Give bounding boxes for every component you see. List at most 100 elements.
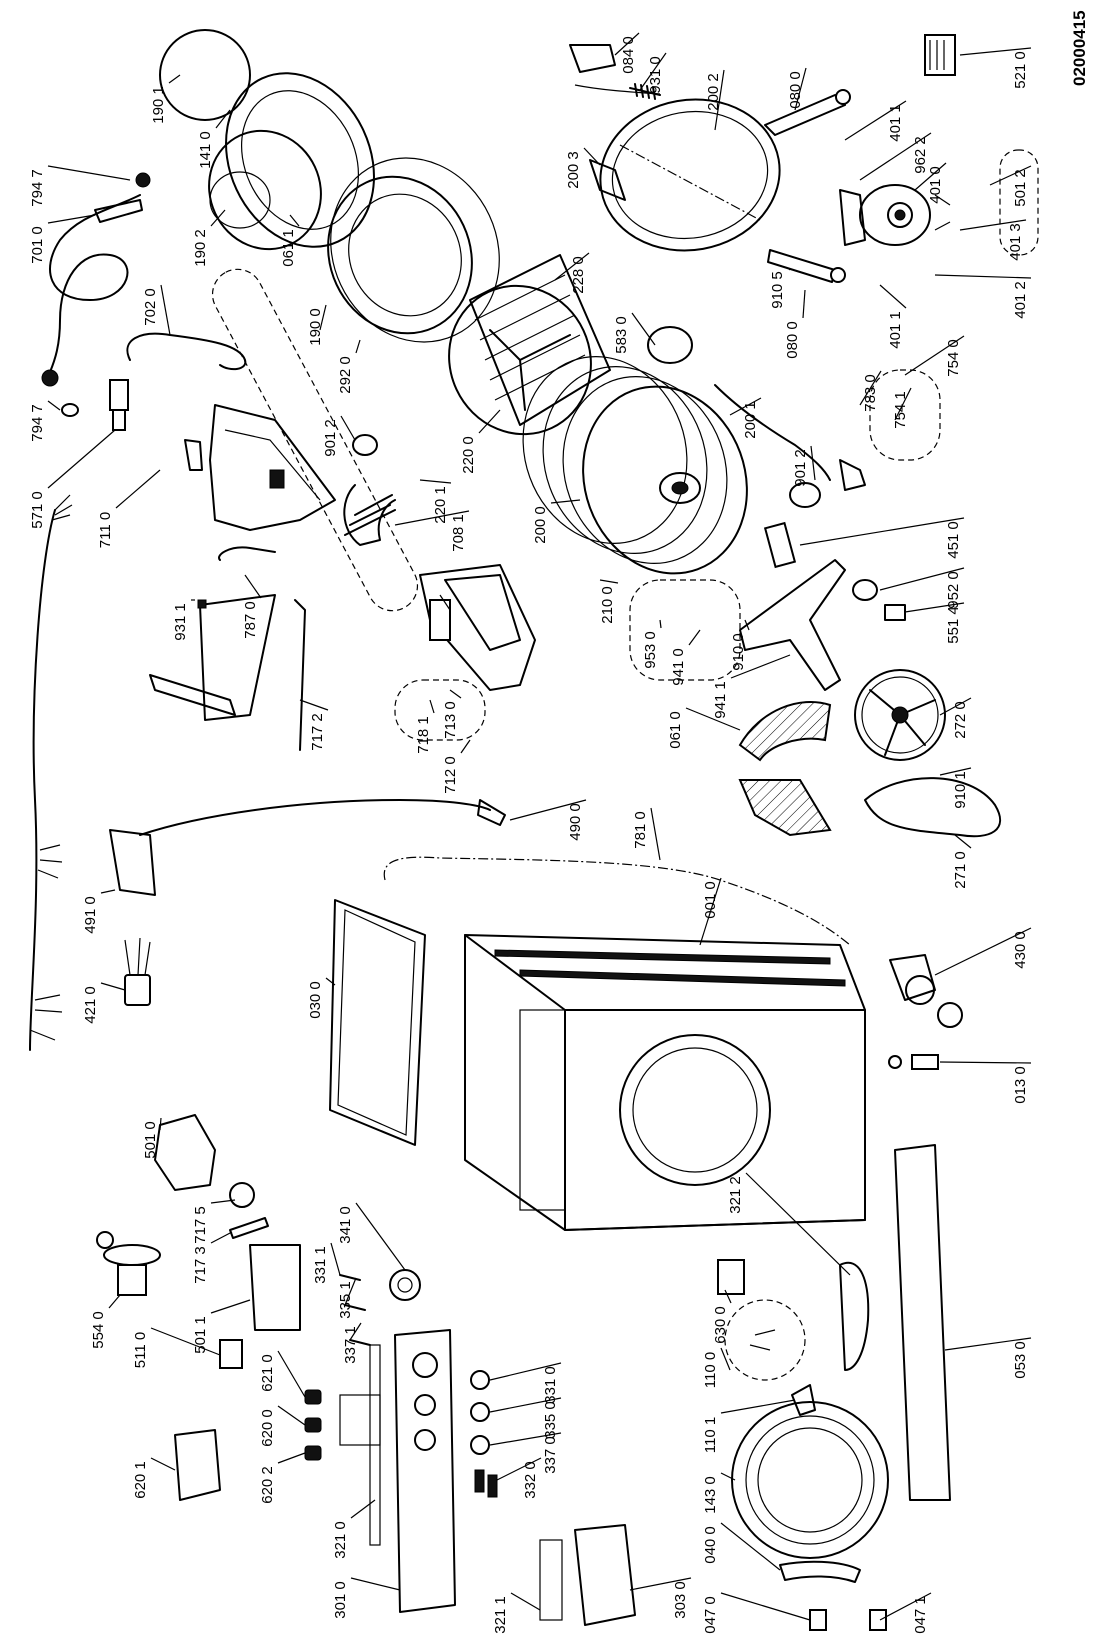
part-label-401-1a: 401 1 <box>887 104 904 142</box>
part-label-200-0: 200 0 <box>532 506 549 544</box>
leader-line-401-0 <box>914 162 947 191</box>
part-label-190-1: 190 1 <box>150 86 167 124</box>
counterweight-ring-drawing <box>599 98 781 252</box>
part-label-110-1: 110 1 <box>702 1417 719 1453</box>
part-label-030-0: 030 0 <box>307 981 324 1019</box>
part-label-143-0: 143 0 <box>702 1476 719 1514</box>
part-label-080-0b: 080 0 <box>784 321 801 359</box>
part-label-620-2: 620 2 <box>259 1466 276 1504</box>
leader-line-030-0 <box>325 977 336 986</box>
leader-line-754-1 <box>894 387 912 421</box>
leader-line-321-2 <box>745 1172 851 1276</box>
leader-line-501-2 <box>989 165 1032 186</box>
part-label-401-3: 401 3 <box>1007 223 1024 261</box>
leader-line-713-0 <box>449 689 462 699</box>
leader-line-787-0 <box>244 574 262 599</box>
leader-line-080-0a <box>794 67 807 111</box>
leader-line-783-0 <box>859 370 882 406</box>
leader-line-143-0 <box>720 1472 736 1481</box>
leader-line-962-2 <box>859 132 932 181</box>
part-label-962-2: 962 2 <box>912 136 929 174</box>
leader-line-337-0 <box>489 1432 562 1446</box>
leader-line-781-0 <box>650 807 661 861</box>
part-label-551-4: 551 4 <box>945 606 962 644</box>
part-label-001-0: 001 0 <box>702 881 719 919</box>
part-label-331-1: 331 1 <box>312 1246 329 1284</box>
spring-bracket-drawing <box>569 44 661 100</box>
leader-line-717-3 <box>210 1231 233 1244</box>
leader-line-084-0 <box>614 32 640 56</box>
leader-line-430-0 <box>934 927 1032 976</box>
leader-line-630-0 <box>724 1289 732 1304</box>
part-label-200-1: 200 1 <box>742 401 759 439</box>
part-label-501-1: 501 1 <box>192 1316 209 1354</box>
part-label-220-1: 220 1 <box>432 486 449 524</box>
leader-line-190-0 <box>319 304 327 331</box>
part-label-702-0: 702 0 <box>142 288 159 326</box>
door-drawing <box>731 1401 889 1559</box>
part-label-754-0: 754 0 <box>945 339 962 377</box>
part-label-952-0: 952 0 <box>945 571 962 609</box>
part-label-783-0: 783 0 <box>862 374 879 412</box>
leader-line-521-0 <box>959 47 1032 56</box>
leader-line-794-7a <box>47 165 131 181</box>
part-label-794-7b: 794 7 <box>29 404 46 442</box>
leader-line-491-0 <box>100 889 116 894</box>
bellows-pipe-drawing <box>343 434 396 546</box>
part-label-200-3: 200 3 <box>565 151 582 189</box>
leader-line-901-2a <box>340 415 356 441</box>
leader-line-047-0 <box>720 1592 811 1621</box>
part-label-047-0: 047 0 <box>702 1596 719 1634</box>
leader-line-701-0 <box>47 214 96 224</box>
control-panel-drawing <box>369 1329 456 1613</box>
part-label-941-1: 941 1 <box>712 681 729 719</box>
leader-line-931-0 <box>639 52 667 91</box>
part-label-717-2: 717 2 <box>309 713 326 751</box>
part-label-451-0: 451 0 <box>945 521 962 559</box>
part-label-401-2: 401 2 <box>1012 281 1029 319</box>
part-label-787-0: 787 0 <box>242 601 259 639</box>
part-label-321-0: 321 0 <box>332 1521 349 1559</box>
drum-spider-drawing <box>739 559 846 691</box>
part-label-013-0: 013 0 <box>1012 1066 1029 1104</box>
part-label-200-2: 200 2 <box>705 73 722 111</box>
leader-line-717-2 <box>299 699 329 711</box>
leader-line-718-1 <box>429 699 435 714</box>
part-label-401-0: 401 0 <box>927 166 944 204</box>
part-label-190-2: 190 2 <box>192 229 209 267</box>
buttons-332-drawing <box>474 1469 498 1498</box>
leader-line-001-0 <box>699 877 722 946</box>
leader-line-941-0 <box>688 629 701 646</box>
panel-303-drawing <box>539 1524 636 1626</box>
part-label-061-0: 061 0 <box>667 711 684 749</box>
part-label-141-0: 141 0 <box>197 131 214 169</box>
leader-line-490-0 <box>509 799 587 821</box>
part-label-711-0: 711 0 <box>97 512 114 548</box>
leader-line-401-1b <box>879 284 907 309</box>
part-label-501-2: 501 2 <box>1012 169 1029 207</box>
knobs-drawing <box>339 1269 490 1455</box>
drive-belt-drawing <box>864 777 1001 838</box>
leader-lines <box>47 32 1032 1621</box>
part-label-953-0: 953 0 <box>642 631 659 669</box>
leader-line-141-0 <box>215 109 231 129</box>
leader-line-554-0 <box>108 1294 121 1309</box>
part-label-335-0: 335 0 <box>542 1401 559 1439</box>
inlet-hose-drawing <box>41 172 151 417</box>
leader-line-200-1 <box>729 397 762 416</box>
part-label-292-0: 292 0 <box>337 356 354 394</box>
part-label-554-0: 554 0 <box>90 1311 107 1349</box>
clip-drawing <box>589 159 626 201</box>
part-label-321-1: 321 1 <box>492 1596 509 1634</box>
tub-rear-drawing <box>522 356 748 575</box>
document-id: 02000415 <box>1070 10 1089 86</box>
part-label-901-2a: 901 2 <box>322 419 339 457</box>
leader-line-190-1 <box>168 74 181 84</box>
shock-absorbers-drawing <box>764 89 851 283</box>
part-label-571-0: 571 0 <box>29 491 46 529</box>
programmer-drawing <box>154 1114 269 1239</box>
leader-line-061-0 <box>685 707 741 731</box>
part-label-910-1: 910 1 <box>952 771 969 809</box>
part-label-332-0: 332 0 <box>522 1461 539 1499</box>
leader-line-335-1 <box>344 1277 357 1306</box>
